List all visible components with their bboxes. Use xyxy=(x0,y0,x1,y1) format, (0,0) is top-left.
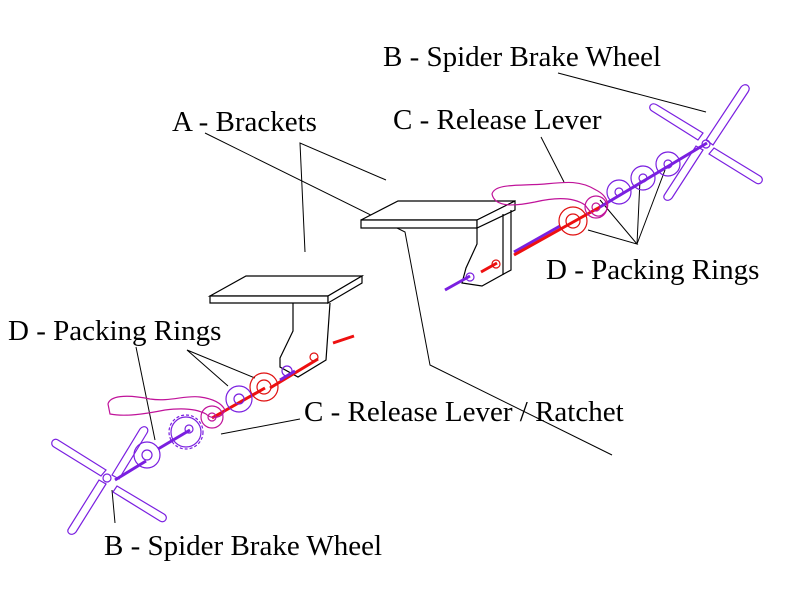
shaft-segment xyxy=(332,334,355,345)
label-release-lever-ratchet: C - Release Lever / Ratchet xyxy=(304,396,624,428)
leader-spider-bottom xyxy=(111,489,116,524)
right-assembly xyxy=(444,84,763,292)
label-spider-brake-wheel-bottom: B - Spider Brake Wheel xyxy=(104,530,382,562)
label-packing-rings-right: D - Packing Rings xyxy=(546,254,759,286)
leader-brackets-fork xyxy=(299,142,387,253)
ratchet-wheel xyxy=(168,414,204,450)
leader-release-top xyxy=(540,136,565,183)
left-assembly xyxy=(51,334,355,535)
packing-ring-purple-left xyxy=(225,385,253,413)
bracket-left xyxy=(207,274,365,378)
packing-ring-red-left xyxy=(249,372,279,402)
packing-ring-red xyxy=(558,206,588,236)
shaft-segment xyxy=(211,386,266,420)
leader-packing-left-2 xyxy=(186,349,256,387)
leader-brackets-long xyxy=(204,132,613,456)
leader-release-ratchet xyxy=(220,418,301,435)
leader-packing-right-3 xyxy=(636,169,666,245)
shaft-segment xyxy=(480,261,498,274)
leader-packing-right-2 xyxy=(636,179,641,245)
label-spider-brake-wheel-top: B - Spider Brake Wheel xyxy=(383,41,661,73)
leader-packing-left-1 xyxy=(135,346,156,441)
shaft-segment xyxy=(599,141,708,209)
packing-rings-right xyxy=(606,151,681,205)
shaft-segment xyxy=(513,224,561,254)
spider-brake-wheel-right xyxy=(649,84,763,201)
label-packing-rings-left: D - Packing Rings xyxy=(8,315,221,347)
release-lever-right xyxy=(491,181,609,217)
shaft-segment xyxy=(157,428,191,451)
label-brackets: A - Brackets xyxy=(172,106,317,138)
leader-packing-right-1 xyxy=(587,199,639,245)
packing-ring-left xyxy=(133,441,161,469)
release-lever-left xyxy=(107,395,226,419)
leader-spider-top xyxy=(557,72,707,113)
label-release-lever-top: C - Release Lever xyxy=(393,104,602,136)
leader-lines xyxy=(111,72,707,524)
bracket-right xyxy=(360,200,516,287)
spider-brake-wheel-left xyxy=(51,426,167,535)
